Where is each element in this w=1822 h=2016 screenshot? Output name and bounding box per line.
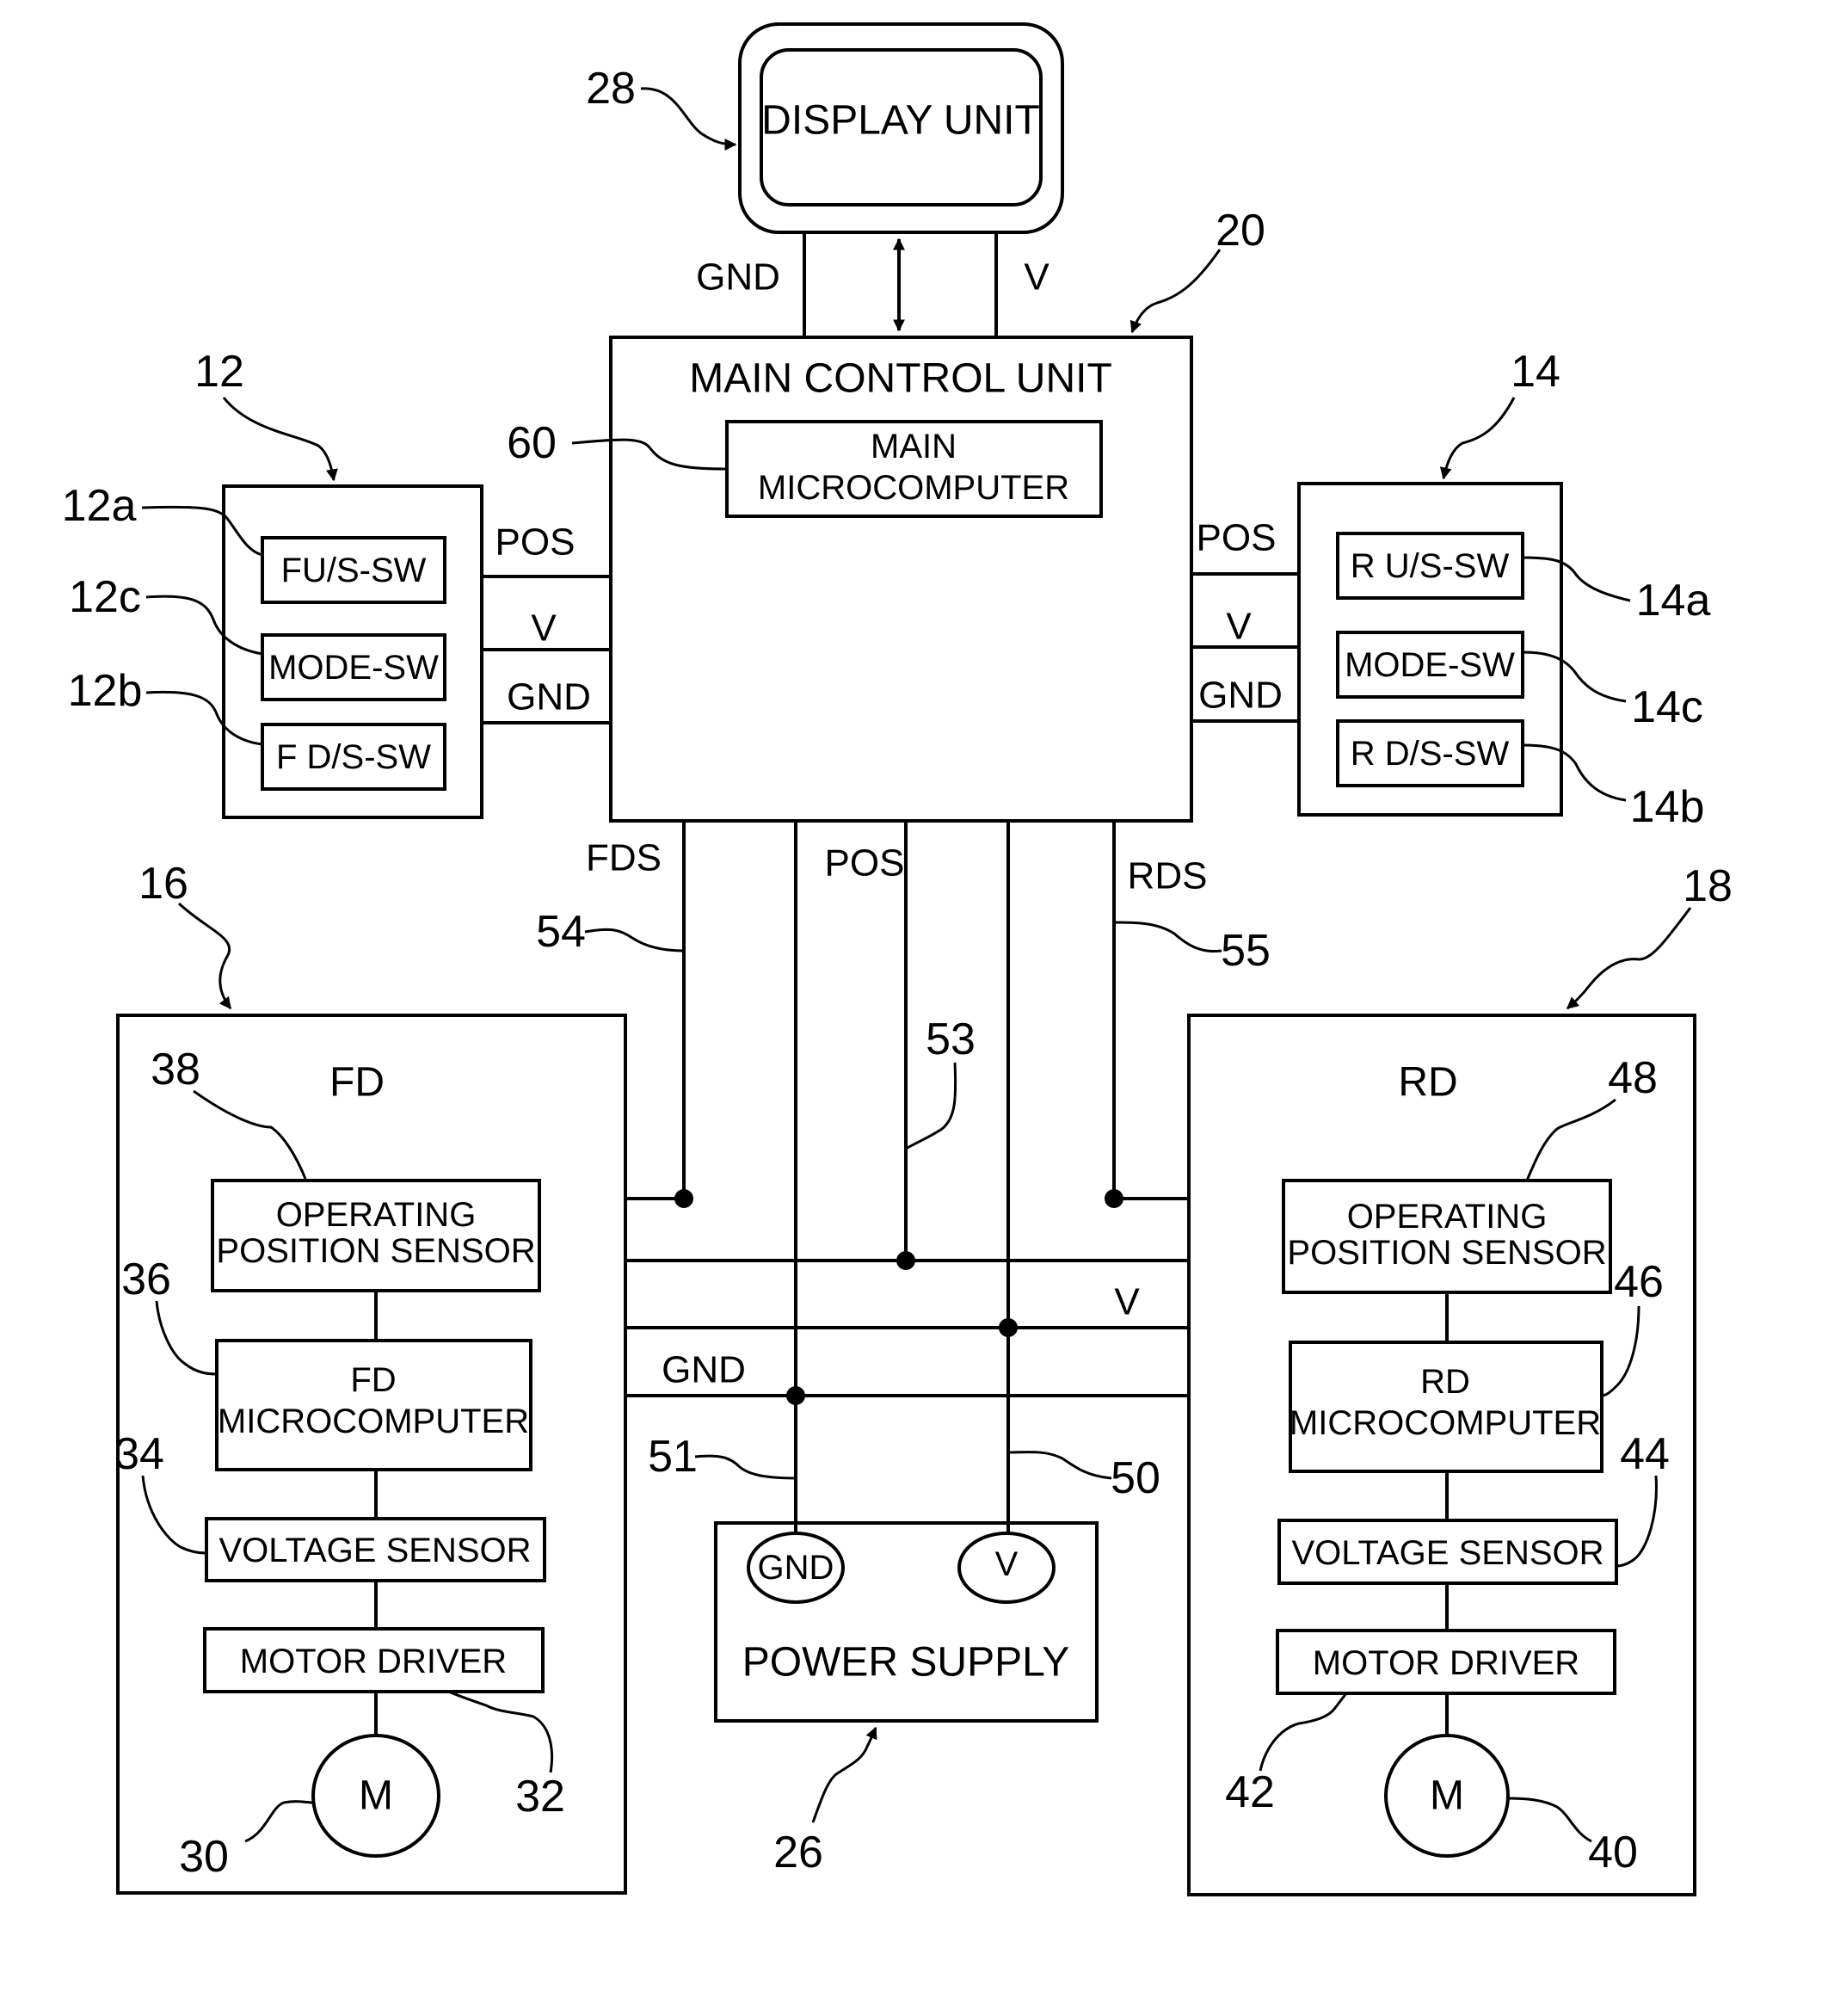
rds-label: RDS — [1128, 855, 1208, 897]
front-derailleur-label: FD — [329, 1060, 385, 1106]
gnd-wire-leader — [695, 1456, 796, 1478]
rear-switch-unit-leader — [1443, 398, 1514, 478]
rear-derailleur-ref: 18 — [1683, 861, 1733, 911]
main-control-unit-box — [611, 337, 1191, 821]
front-mode-switch-label: MODE-SW — [268, 649, 439, 687]
display-unit-leader — [641, 89, 736, 145]
rear-switch-pos-label: POS — [1197, 517, 1277, 559]
front-micro-label-line1: FD — [350, 1361, 396, 1399]
main-control-unit-leader — [1132, 250, 1220, 332]
display-unit-ref: 28 — [586, 64, 636, 114]
front-derailleur-ref: 16 — [138, 859, 188, 909]
rear-mode-switch-label: MODE-SW — [1345, 646, 1515, 684]
v-wire-leader — [1008, 1452, 1111, 1478]
rear-derailleur-leader — [1567, 908, 1690, 1008]
gnd-junction — [786, 1386, 805, 1405]
power-supply-leader — [813, 1728, 876, 1822]
main-control-unit-ref: 20 — [1216, 206, 1265, 256]
v-junction — [999, 1318, 1018, 1337]
front-motor-ref: 30 — [179, 1832, 229, 1882]
rear-sensor-label-line2: POSITION SENSOR — [1287, 1234, 1606, 1272]
main-control-unit: MAIN CONTROL UNIT MAIN MICROCOMPUTER — [611, 337, 1191, 821]
v-wire-ref: 50 — [1111, 1453, 1160, 1503]
main-control-unit-label: MAIN CONTROL UNIT — [689, 356, 1112, 402]
power-supply-v-terminal-label: V — [995, 1545, 1019, 1583]
rear-sensor-ref: 48 — [1608, 1053, 1658, 1103]
rear-up-shift-switch-label: R U/S-SW — [1351, 547, 1510, 585]
front-voltage-sensor-ref: 34 — [114, 1429, 164, 1479]
front-switch-unit: FU/S-SW MODE-SW F D/S-SW — [224, 486, 482, 817]
rds-wire-leader — [1114, 922, 1222, 952]
front-down-shift-switch-ref: 12b — [68, 666, 143, 716]
rear-derailleur-unit: RD OPERATING POSITION SENSOR RD MICROCOM… — [1189, 1015, 1695, 1895]
power-supply-label: POWER SUPPLY — [742, 1640, 1070, 1686]
fds-wire-leader — [585, 929, 684, 951]
gnd-wire-ref: 51 — [648, 1432, 698, 1482]
display-unit: DISPLAY UNIT — [740, 24, 1062, 232]
front-motor-label: M — [359, 1773, 393, 1819]
rear-down-shift-switch-ref: 14b — [1630, 782, 1705, 832]
rds-wire-ref: 55 — [1221, 926, 1271, 976]
rds-junction — [1105, 1189, 1123, 1208]
front-switch-unit-ref: 12 — [194, 347, 244, 397]
rear-sensor-label-line1: OPERATING — [1347, 1198, 1548, 1236]
rear-switch-unit: R U/S-SW MODE-SW R D/S-SW — [1299, 484, 1561, 815]
front-down-shift-switch-label: F D/S-SW — [276, 738, 431, 776]
front-switch-unit-leader — [224, 398, 334, 480]
rear-up-shift-switch-ref: 14a — [1636, 576, 1711, 626]
main-microcomputer-ref: 60 — [507, 418, 557, 468]
rear-micro-label-line1: RD — [1420, 1363, 1470, 1401]
front-motor-driver-ref: 32 — [515, 1772, 565, 1822]
pos-junction — [896, 1251, 915, 1270]
rear-micro-ref: 46 — [1614, 1257, 1664, 1307]
pos-wire-ref: 53 — [926, 1014, 976, 1064]
rear-derailleur-label: RD — [1398, 1060, 1457, 1106]
rear-down-shift-switch-label: R D/S-SW — [1351, 735, 1510, 773]
rear-voltage-sensor-label: VOLTAGE SENSOR — [1291, 1534, 1603, 1572]
front-switch-pos-label: POS — [496, 521, 576, 564]
front-up-shift-switch-ref: 12a — [62, 481, 137, 531]
pos-bus-label: POS — [825, 842, 905, 885]
rear-motor-ref: 40 — [1588, 1828, 1638, 1877]
power-supply: GND V POWER SUPPLY — [716, 1523, 1097, 1721]
rear-mode-switch-ref: 14c — [1631, 682, 1703, 732]
front-switch-gnd-label: GND — [507, 676, 591, 718]
front-motor-driver-label: MOTOR DRIVER — [240, 1643, 507, 1680]
front-switch-v-label: V — [531, 607, 557, 650]
front-sensor-ref: 38 — [151, 1045, 200, 1094]
front-voltage-sensor-label: VOLTAGE SENSOR — [219, 1532, 531, 1569]
power-supply-gnd-terminal-label: GND — [758, 1549, 834, 1587]
rear-micro-label-line2: MICROCOMPUTER — [1290, 1404, 1601, 1442]
rear-switch-unit-ref: 14 — [1511, 347, 1560, 397]
front-micro-label-line2: MICROCOMPUTER — [218, 1403, 529, 1440]
gnd-bus-label: GND — [662, 1349, 746, 1391]
display-gnd-label: GND — [696, 256, 780, 299]
fds-label: FDS — [586, 837, 662, 879]
rear-switch-v-label: V — [1226, 606, 1252, 648]
front-sensor-label-line2: POSITION SENSOR — [216, 1232, 535, 1270]
v-bus-label: V — [1114, 1281, 1140, 1323]
rear-voltage-sensor-ref: 44 — [1620, 1429, 1670, 1479]
rear-switch-gnd-label: GND — [1198, 675, 1283, 717]
front-micro-ref: 36 — [121, 1255, 171, 1304]
pos-wire-leader — [906, 1063, 956, 1149]
front-sensor-label-line1: OPERATING — [276, 1196, 477, 1234]
rear-motor-label: M — [1430, 1773, 1464, 1819]
main-microcomputer-label-line2: MICROCOMPUTER — [758, 469, 1069, 507]
main-microcomputer-label-line1: MAIN — [871, 428, 957, 465]
display-v-label: V — [1024, 256, 1049, 299]
front-mode-switch-ref: 12c — [69, 572, 141, 622]
rear-motor-driver-label: MOTOR DRIVER — [1313, 1644, 1579, 1682]
display-unit-label: DISPLAY UNIT — [761, 98, 1040, 144]
power-supply-ref: 26 — [773, 1828, 823, 1877]
fds-junction — [674, 1189, 693, 1208]
fds-wire-ref: 54 — [536, 907, 586, 957]
front-derailleur-unit: FD OPERATING POSITION SENSOR FD MICROCOM… — [118, 1015, 625, 1893]
rear-motor-driver-ref: 42 — [1225, 1767, 1275, 1817]
front-derailleur-leader — [179, 903, 231, 1008]
front-up-shift-switch-label: FU/S-SW — [281, 552, 427, 589]
